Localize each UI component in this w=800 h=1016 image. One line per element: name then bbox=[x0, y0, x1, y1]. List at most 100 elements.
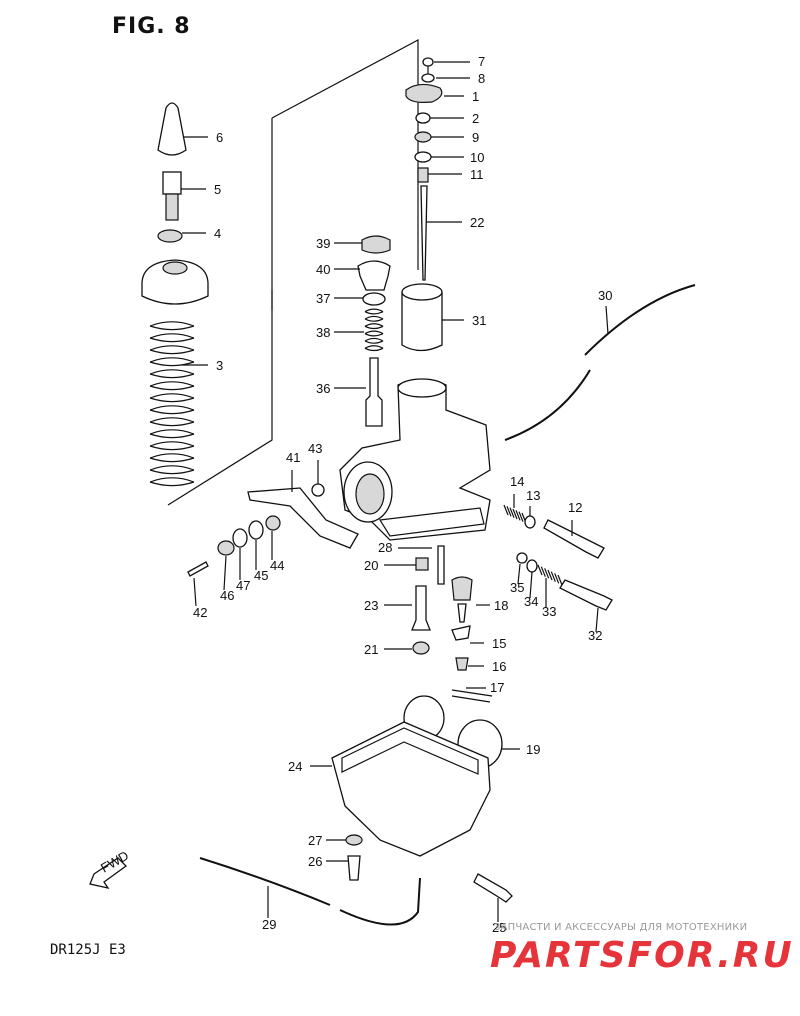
watermark-tagline: ЗАПЧАСТИ И АКСЕССУАРЫ ДЛЯ МОТОТЕХНИКИ bbox=[494, 922, 748, 933]
callout-label-31: 31 bbox=[472, 313, 486, 328]
callout-label-19: 19 bbox=[526, 742, 540, 757]
o-ring-37-part bbox=[362, 292, 386, 306]
screw-12-part bbox=[543, 519, 605, 559]
washer-47-part bbox=[232, 528, 248, 548]
callout-label-33: 33 bbox=[542, 604, 556, 619]
float-needle-18-part bbox=[457, 603, 467, 623]
vent-hose-30-part-2 bbox=[504, 369, 591, 441]
top-cap-part bbox=[141, 259, 209, 305]
plunger-36-part bbox=[365, 357, 383, 427]
callout-label-26: 26 bbox=[308, 854, 322, 869]
callout-label-38: 38 bbox=[316, 325, 330, 340]
callout-label-10: 10 bbox=[470, 150, 484, 165]
drain-hose-29-part bbox=[199, 857, 331, 906]
plate-1-part bbox=[405, 83, 443, 103]
spring-seat-11-part bbox=[417, 167, 429, 183]
callout-label-1: 1 bbox=[472, 89, 479, 104]
washer-34-part bbox=[526, 559, 538, 573]
callout-label-13: 13 bbox=[526, 488, 540, 503]
callout-leader-46 bbox=[223, 555, 227, 591]
callout-label-43: 43 bbox=[308, 441, 322, 456]
callout-label-16: 16 bbox=[492, 659, 506, 674]
collar-44-part bbox=[265, 515, 281, 531]
spring-14-part bbox=[503, 504, 527, 524]
main-jet-21-part bbox=[412, 641, 430, 655]
callout-label-17: 17 bbox=[490, 680, 504, 695]
jet-20-part bbox=[415, 557, 429, 571]
callout-label-47: 47 bbox=[236, 578, 250, 593]
washer-45-part bbox=[248, 520, 264, 540]
callout-label-24: 24 bbox=[288, 759, 302, 774]
washer-8-part bbox=[421, 73, 435, 83]
drain-screw-25-part bbox=[473, 873, 513, 903]
washer-9-part bbox=[414, 131, 432, 143]
callout-label-41: 41 bbox=[286, 450, 300, 465]
callout-label-20: 20 bbox=[364, 558, 378, 573]
callout-leader-35 bbox=[517, 563, 521, 585]
carb-intake-inner bbox=[355, 473, 385, 515]
callout-label-40: 40 bbox=[316, 262, 330, 277]
callout-label-6: 6 bbox=[216, 130, 223, 145]
o-ring-35-part bbox=[516, 552, 528, 564]
callout-label-8: 8 bbox=[478, 71, 485, 86]
carb-flange bbox=[378, 507, 485, 537]
callout-label-21: 21 bbox=[364, 642, 378, 657]
cable-adjuster-thread bbox=[165, 193, 179, 221]
washer-27-part bbox=[345, 834, 363, 846]
o-ring-13-part bbox=[524, 515, 536, 529]
callout-label-2: 2 bbox=[472, 111, 479, 126]
callout-label-22: 22 bbox=[470, 215, 484, 230]
callout-label-18: 18 bbox=[494, 598, 508, 613]
callout-label-11: 11 bbox=[470, 167, 484, 182]
callout-label-7: 7 bbox=[478, 54, 485, 69]
vent-hose-30-part bbox=[584, 284, 696, 356]
screw-42-part bbox=[187, 561, 209, 577]
callout-label-23: 23 bbox=[364, 598, 378, 613]
throttle-spring-part bbox=[149, 321, 195, 487]
float-valve-18-part bbox=[451, 576, 473, 601]
callout-leader-32 bbox=[595, 607, 599, 633]
watermark-brand: PARTSFOR.RU bbox=[490, 935, 794, 976]
screw-7-part bbox=[422, 57, 434, 67]
callout-label-28: 28 bbox=[378, 540, 392, 555]
callout-label-32: 32 bbox=[588, 628, 602, 643]
float-pin-17-part bbox=[451, 689, 493, 703]
callout-label-35: 35 bbox=[510, 580, 524, 595]
lever-41-part bbox=[247, 487, 359, 549]
plate-15-part bbox=[451, 625, 471, 641]
figure-title: FIG. 8 bbox=[112, 14, 191, 39]
fwd-arrow-icon: FWD bbox=[89, 848, 131, 889]
spring-38-part bbox=[364, 308, 384, 352]
spring-33-part bbox=[537, 564, 563, 586]
jet-needle-part bbox=[420, 185, 428, 281]
cap-39-part bbox=[361, 235, 391, 254]
callout-label-34: 34 bbox=[524, 594, 538, 609]
callout-label-37: 37 bbox=[316, 291, 330, 306]
callout-group: 7812910112265433940373836313043411413122… bbox=[181, 54, 612, 935]
callout-leader-30 bbox=[605, 305, 609, 335]
group-bracket-line bbox=[271, 38, 419, 270]
model-code: DR125J E3 bbox=[50, 942, 126, 958]
washer-43-part bbox=[311, 483, 325, 497]
screw-16-part bbox=[455, 657, 469, 671]
callout-label-12: 12 bbox=[568, 500, 582, 515]
bush-46-part bbox=[217, 540, 235, 556]
callout-label-46: 46 bbox=[220, 588, 234, 603]
callout-label-27: 27 bbox=[308, 833, 322, 848]
jet-28-part bbox=[437, 545, 445, 585]
callout-label-30: 30 bbox=[598, 288, 612, 303]
needle-jet-23-part bbox=[411, 585, 431, 631]
top-cap-hub bbox=[162, 261, 188, 275]
drain-hose-29-part-2 bbox=[339, 877, 421, 926]
callout-label-29: 29 bbox=[262, 917, 276, 932]
plug-40-part bbox=[357, 260, 391, 291]
callout-label-25: 25 bbox=[492, 920, 506, 935]
carb-bore-top bbox=[397, 378, 447, 398]
callout-label-3: 3 bbox=[216, 358, 223, 373]
lock-nut-part bbox=[157, 229, 183, 243]
callout-label-14: 14 bbox=[510, 474, 524, 489]
pilot-screw-32-part bbox=[559, 579, 613, 611]
clip-2-part bbox=[415, 112, 431, 124]
